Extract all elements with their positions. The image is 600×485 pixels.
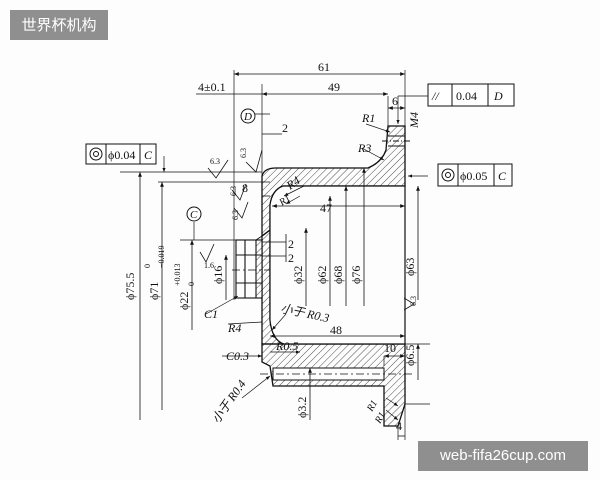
datum-c-circle (186, 206, 202, 222)
dimension-texts: 61 49 4±0.1 6 M4 2 8 47 48 10 4 2 2 ϕ75.… (123, 60, 421, 433)
radius-small-r04: 小于 R0.4 (209, 377, 249, 425)
tol-concentric-left-value: ϕ0.04 (108, 148, 135, 162)
tol-concentric-right-datum: C (498, 169, 507, 183)
dim-d76: ϕ76 (349, 266, 363, 284)
dim-d71-up: 0 (143, 264, 152, 268)
dim-d6-5: ϕ6.5 (403, 345, 417, 366)
dim-offset: 4±0.1 (198, 80, 226, 94)
tolerance-frames (85, 83, 515, 187)
frame-parallel (427, 83, 515, 107)
watermark-text-top-left: 世界杯机构 (21, 16, 97, 34)
tolerance-texts: // 0.04 D ϕ0.04 C ϕ0.05 C (108, 89, 507, 183)
roughness-inner-b: 6.3 (231, 210, 240, 220)
tol-parallel-datum: D (493, 89, 503, 103)
dim-d32: ϕ32 (291, 266, 305, 284)
radius-r1-top: R1 (361, 111, 375, 125)
center-lines (232, 269, 415, 375)
roughness-texts: 6.3 6.3 6.3 6.3 1.6 6.3 (204, 148, 418, 306)
datum-c: C (190, 209, 198, 221)
datum-d: D (243, 111, 252, 123)
roughness-flange: 6.3 (239, 148, 248, 158)
tol-concentric-right-value: ϕ0.05 (460, 169, 487, 183)
concentric-right-inner-icon (445, 172, 451, 178)
radius-r4-upper: R4 (283, 173, 303, 193)
chamfer-c03: C0.3 (226, 349, 249, 363)
dim-4-bottom: 4 (396, 419, 402, 433)
concentric-left-icon (89, 147, 103, 161)
dim-d3-2: ϕ3.2 (295, 397, 309, 418)
radius-r3: R3 (357, 141, 371, 155)
dim-61: 61 (318, 60, 330, 74)
leader-lines (162, 95, 428, 421)
dim-47: 47 (320, 201, 332, 215)
dim-d75: ϕ75.5 (123, 273, 137, 300)
watermark-badge-bottom-right[interactable]: web-fifa26cup.com (418, 441, 588, 471)
dim-10: 10 (384, 341, 396, 355)
radius-r4-lower: R4 (227, 321, 241, 335)
radius-r1-bottom-b: R1 (373, 410, 389, 426)
radius-r05: R0.5 (275, 339, 298, 353)
chamfer-c1: C1 (204, 307, 218, 321)
dim-d68: ϕ68 (331, 266, 345, 284)
thread-hole (382, 135, 410, 147)
roughness-bore: 1.6 (204, 261, 214, 270)
dim-49: 49 (328, 80, 340, 94)
watermark-badge-top-left: 世界杯机构 (10, 10, 108, 40)
dim-d22-up: +0.013 (173, 263, 182, 286)
dim-thread: M4 (407, 112, 421, 129)
inner-cavity (269, 185, 406, 345)
roughness-symbols (199, 149, 415, 311)
radius-r1-bottom-a: R1 (365, 398, 381, 414)
extension-lines (120, 70, 430, 440)
dim-d22-low: 0 (187, 282, 196, 286)
dim-6: 6 (392, 94, 398, 108)
frame-concentric-left (85, 143, 157, 165)
concentric-right-icon (441, 168, 455, 182)
dim-gap-2: 2 (282, 121, 288, 135)
watermark-text-bottom-right: web-fifa26cup.com (440, 447, 566, 464)
roughness-right: 6.3 (409, 296, 418, 306)
datum-texts: D C (190, 111, 252, 221)
dim-d63: ϕ63 (403, 258, 417, 276)
dimension-lines (138, 72, 420, 437)
dim-d71: ϕ71 (147, 282, 161, 300)
dim-step-2b: 2 (288, 251, 294, 265)
roughness-top: 6.3 (210, 157, 220, 166)
dim-step-2a: 2 (288, 237, 294, 251)
dim-d62: ϕ62 (315, 266, 329, 284)
dim-48: 48 (330, 323, 342, 337)
tol-parallel-value: 0.04 (456, 89, 477, 103)
tol-parallel-symbol: // (431, 89, 440, 103)
dim-d22: ϕ22 (177, 292, 191, 310)
concentric-left-inner-icon (93, 151, 99, 157)
roughness-inner-a: 6.3 (229, 186, 238, 196)
dim-8: 8 (242, 181, 248, 195)
datum-d-circle (240, 108, 256, 124)
chamfer-texts: C1 C0.3 (204, 307, 249, 363)
dim-d71-low: −0.019 (157, 245, 166, 268)
dim-d16: ϕ16 (211, 266, 225, 284)
tol-concentric-left-datum: C (144, 148, 153, 162)
hub-flange-section (255, 235, 263, 299)
